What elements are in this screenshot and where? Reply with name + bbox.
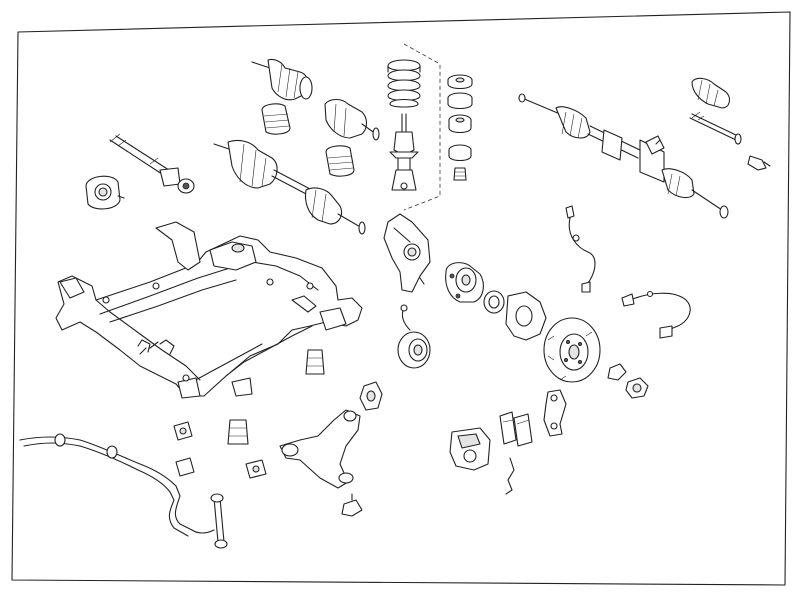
steering-rack	[518, 93, 729, 219]
subframe	[55, 221, 363, 399]
control-arm-bush	[359, 381, 383, 411]
lower-control-arm	[279, 409, 361, 489]
boot-kit-small-left	[261, 103, 291, 135]
bearing-bracket	[85, 175, 125, 210]
cv-joint-right	[324, 98, 380, 141]
brake-caliper-bracket	[543, 389, 567, 437]
wheel-nut	[607, 363, 627, 381]
stabilizer-bar	[19, 433, 215, 537]
stabilizer-link	[210, 493, 228, 549]
tie-rod-end	[747, 155, 771, 171]
frame-border	[11, 11, 791, 586]
strut-dashed-guide	[403, 43, 441, 211]
abs-sensor-upper	[565, 205, 596, 293]
hub-nut	[625, 377, 649, 399]
wheel-hub	[445, 262, 484, 303]
wheel-bearing-unit	[397, 304, 431, 369]
stabilizer-bush-1	[173, 421, 193, 441]
small-bush-left	[177, 178, 195, 194]
cv-boot-outer-left	[251, 58, 313, 101]
strut-mount-stack	[447, 74, 473, 181]
tie-rod-inner	[689, 111, 742, 145]
steering-knuckle	[383, 213, 431, 293]
stabilizer-bush-2	[175, 457, 195, 477]
brake-disc	[543, 317, 601, 383]
shock-absorber	[389, 113, 419, 191]
abs-sensor-lower	[621, 290, 691, 339]
brake-pads	[499, 411, 533, 447]
boot-kit-small-right	[325, 145, 355, 177]
brake-pad-spring	[505, 457, 515, 495]
drive-shaft-main	[213, 139, 366, 235]
subframe-bush-center	[305, 349, 325, 375]
small-bush-lower	[245, 459, 267, 479]
hub-bearing	[483, 290, 505, 314]
ball-joint	[341, 493, 363, 517]
brake-caliper	[449, 427, 491, 471]
tie-rod-boot	[691, 77, 731, 109]
drive-shaft-left	[109, 133, 181, 187]
coil-spring	[387, 59, 421, 108]
subframe-bush-lower	[227, 419, 249, 445]
brake-backing-plate	[505, 291, 547, 341]
